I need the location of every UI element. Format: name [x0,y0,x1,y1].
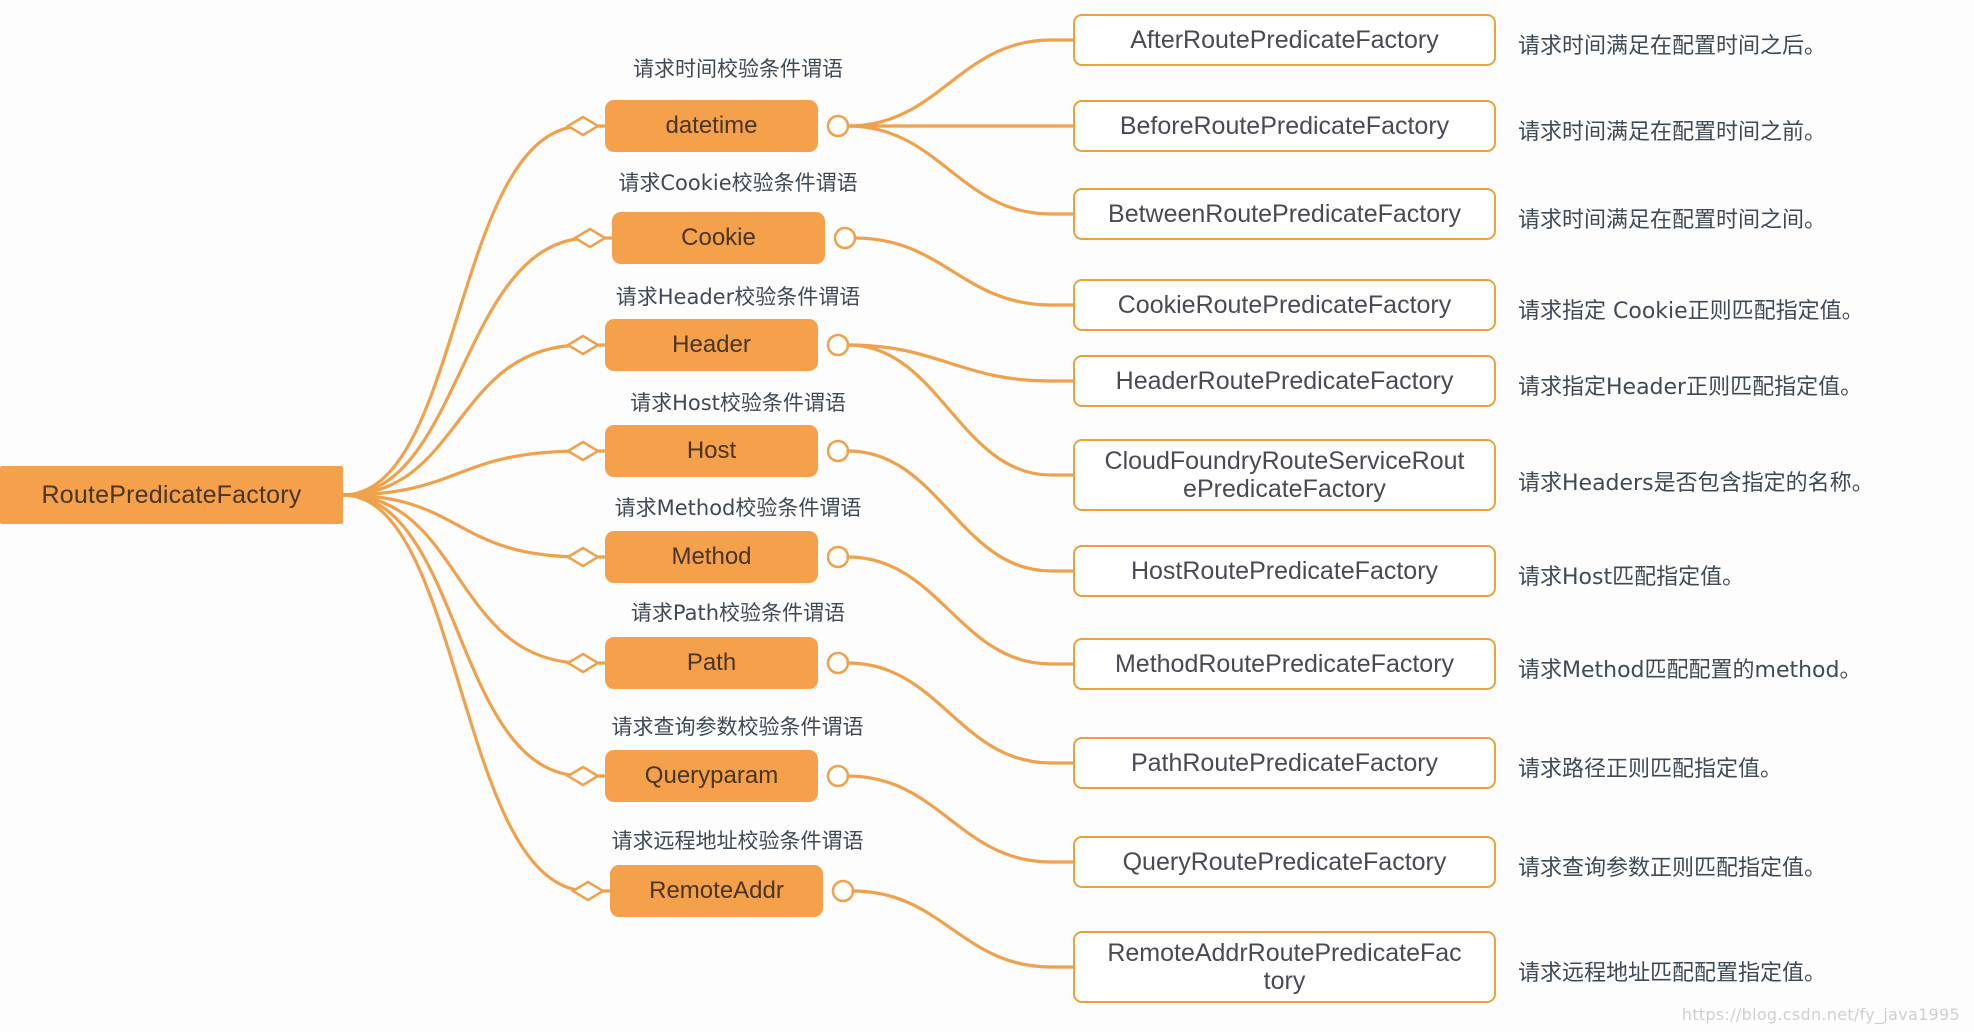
factory-description-query: 请求查询参数正则匹配指定值。 [1518,856,1827,881]
branch-node-label: RemoteAddr [649,877,784,904]
factory-name: CookieRoutePredicateFactory [1117,291,1452,319]
branch-node-path[interactable]: Path [605,637,818,689]
branch-annotation-header: 请求Header校验条件谓语 [615,285,861,309]
factory-name-multiline: CloudFoundryRouteServiceRout ePredicateF… [1105,447,1465,503]
branch-node-datetime[interactable]: datetime [605,100,818,152]
watermark: https://blog.csdn.net/fy_java1995 [1681,1005,1960,1024]
factory-description-between: 请求时间满足在配置时间之间。 [1518,208,1827,233]
factory-name-line-2: tory [1263,967,1306,995]
branch-annotation-cookie: 请求Cookie校验条件谓语 [618,171,858,195]
factory-box-after[interactable]: AfterRoutePredicateFactory [1073,14,1496,66]
branch-annotation-remoteaddr: 请求远程地址校验条件谓语 [611,829,864,853]
factory-name: QueryRoutePredicateFactory [1122,848,1447,876]
factory-description-path: 请求路径正则匹配指定值。 [1518,757,1783,782]
branch-node-remoteaddr[interactable]: RemoteAddr [610,865,823,917]
factory-name-line-2: ePredicateFactory [1183,475,1386,503]
factory-name-line-1: CloudFoundryRouteServiceRout [1104,447,1465,475]
factory-name: MethodRoutePredicateFactory [1114,650,1455,678]
factory-name: AfterRoutePredicateFactory [1130,26,1439,54]
branch-annotation-method: 请求Method校验条件谓语 [614,496,862,520]
factory-description-cloudfoundry: 请求Headers是否包含指定的名称。 [1518,471,1874,496]
factory-description-after: 请求时间满足在配置时间之后。 [1518,34,1827,59]
branch-annotation-path: 请求Path校验条件谓语 [630,601,846,625]
factory-box-before[interactable]: BeforeRoutePredicateFactory [1073,100,1496,152]
factory-description-header: 请求指定Header正则匹配指定值。 [1518,375,1863,400]
branch-node-label: Header [672,331,751,358]
branch-node-label: Host [686,437,737,464]
root-node[interactable]: RoutePredicateFactory [0,466,343,524]
factory-box-cookie[interactable]: CookieRoutePredicateFactory [1073,279,1496,331]
branch-node-queryparam[interactable]: Queryparam [605,750,818,802]
branch-annotation-queryparam: 请求查询参数校验条件谓语 [611,715,864,739]
factory-box-method[interactable]: MethodRoutePredicateFactory [1073,638,1496,690]
factory-box-query[interactable]: QueryRoutePredicateFactory [1073,836,1496,888]
factory-description-host: 请求Host匹配指定值。 [1518,565,1745,590]
factory-name-multiline: RemoteAddrRoutePredicateFac tory [1107,939,1461,995]
factory-description-before: 请求时间满足在配置时间之前。 [1518,120,1827,145]
factory-name: HostRoutePredicateFactory [1130,557,1439,585]
factory-description-remoteaddr: 请求远程地址匹配配置指定值。 [1518,961,1827,986]
factory-name: PathRoutePredicateFactory [1130,749,1439,777]
branch-node-host[interactable]: Host [605,425,818,477]
factory-name-line-1: RemoteAddrRoutePredicateFac [1107,939,1462,967]
factory-box-host[interactable]: HostRoutePredicateFactory [1073,545,1496,597]
root-node-label: RoutePredicateFactory [41,480,302,509]
factory-box-path[interactable]: PathRoutePredicateFactory [1073,737,1496,789]
factory-box-cloudfoundry[interactable]: CloudFoundryRouteServiceRout ePredicateF… [1073,439,1496,511]
branch-node-label: datetime [665,112,758,139]
factory-box-header[interactable]: HeaderRoutePredicateFactory [1073,355,1496,407]
branch-node-label: Cookie [681,224,756,251]
factory-name: HeaderRoutePredicateFactory [1115,367,1454,395]
branch-node-cookie[interactable]: Cookie [612,212,825,264]
factory-name: BetweenRoutePredicateFactory [1108,200,1461,228]
factory-description-method: 请求Method匹配配置的method。 [1518,658,1862,683]
branch-node-method[interactable]: Method [605,531,818,583]
factory-name: BeforeRoutePredicateFactory [1119,112,1450,140]
branch-annotation-datetime: 请求时间校验条件谓语 [633,57,843,81]
branch-node-label: Path [686,649,737,676]
factory-description-cookie: 请求指定 Cookie正则匹配指定值。 [1518,299,1864,324]
branch-node-label: Method [671,543,752,570]
branch-annotation-host: 请求Host校验条件谓语 [630,391,846,415]
branch-node-header[interactable]: Header [605,319,818,371]
branch-node-label: Queryparam [644,762,779,789]
factory-box-remoteaddr[interactable]: RemoteAddrRoutePredicateFac tory [1073,931,1496,1003]
factory-box-between[interactable]: BetweenRoutePredicateFactory [1073,188,1496,240]
